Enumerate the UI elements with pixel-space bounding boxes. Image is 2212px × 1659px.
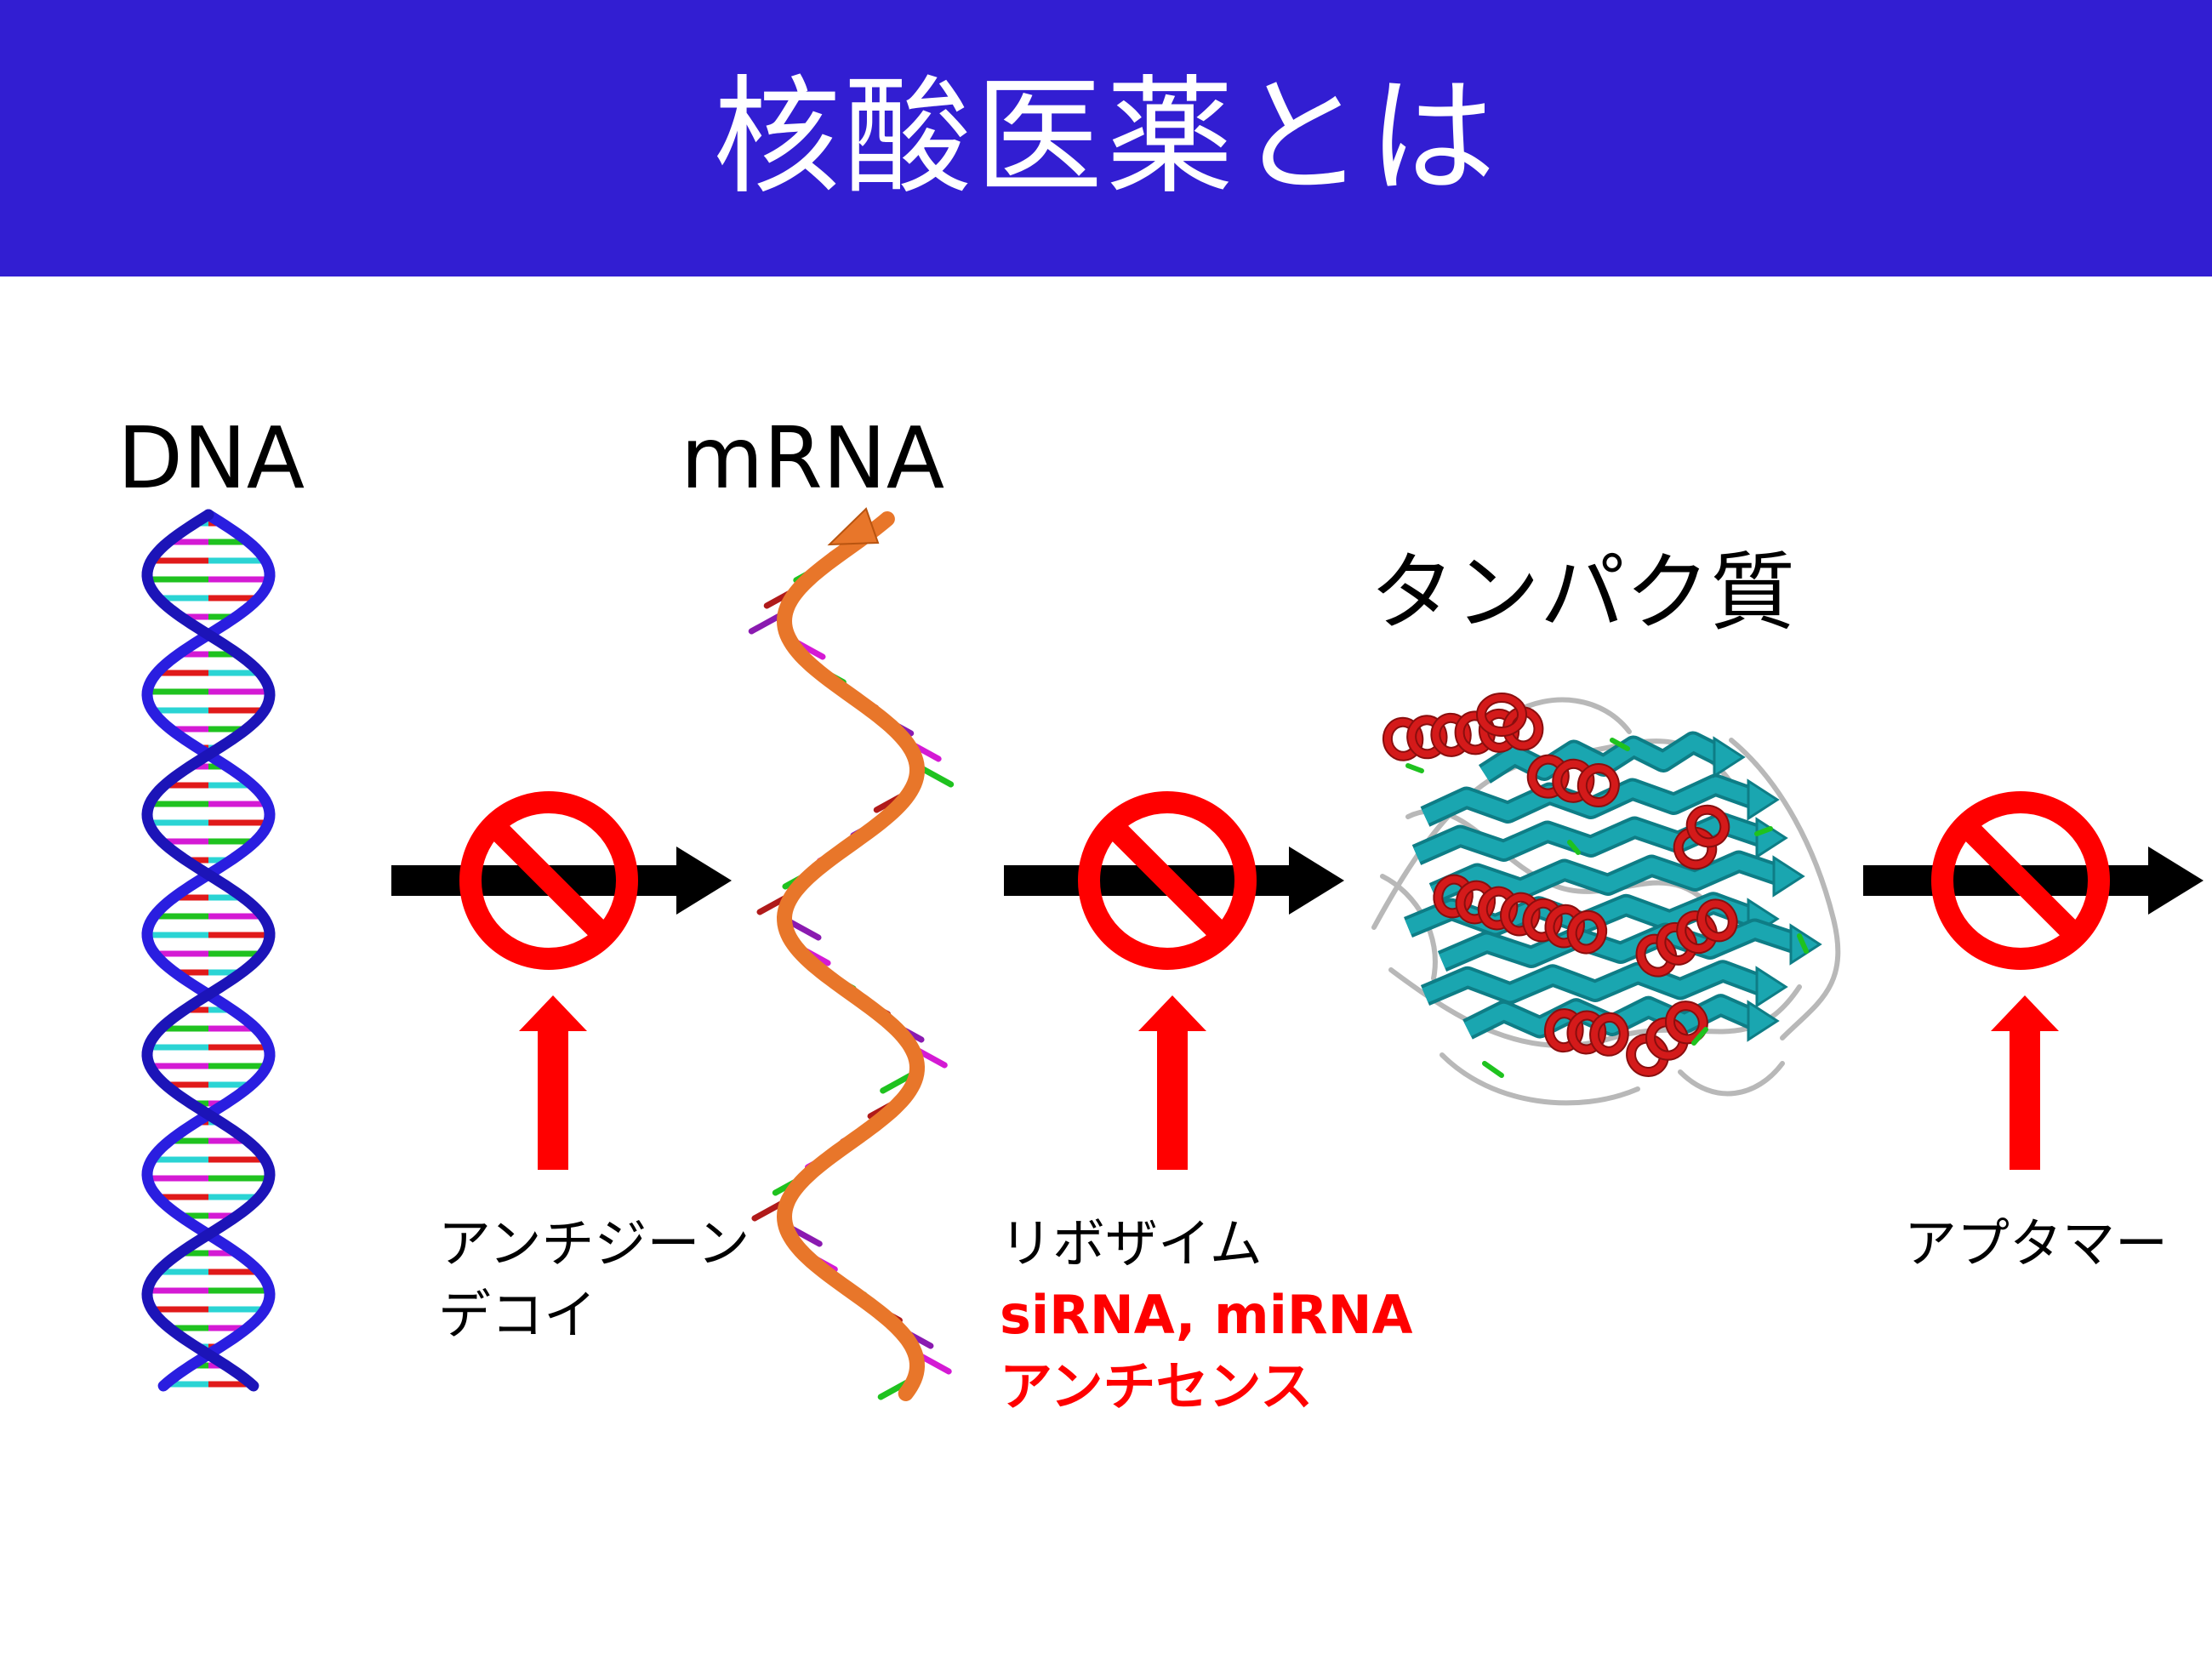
header-bar [0, 0, 2212, 276]
aptamer-label: アプタマー [1904, 1212, 2169, 1274]
dna-helix-icon [141, 509, 276, 1392]
antigene-label: アンチジーン [438, 1212, 750, 1274]
ribozyme-label: リボザイム [1000, 1212, 1263, 1274]
decoy-label: デコイ [438, 1284, 597, 1346]
inhibitor-group-3: アプタマー [1904, 1208, 2168, 1280]
up-arrow-icon [519, 995, 587, 1170]
up-arrow-icon [1138, 995, 1206, 1170]
label-protein: タンパク質 [1370, 543, 1795, 642]
inhibitor-group-2: リボザイム siRNA, miRNA アンチセンス [1000, 1208, 1413, 1422]
prohibited-sign-icon [1078, 791, 1257, 970]
inhibitor-group-1: アンチジーン デコイ [438, 1208, 750, 1351]
page-title: 核酸医薬とは [712, 64, 1499, 212]
prohibited-sign-icon [459, 791, 638, 970]
label-mrna: mRNA [681, 408, 945, 508]
protein-structure-icon [1371, 693, 1841, 1106]
up-arrow-icon [1991, 995, 2059, 1170]
label-dna: DNA [117, 408, 305, 508]
sirna-mirna-label: siRNA, miRNA [1000, 1284, 1413, 1346]
prohibited-sign-icon [1931, 791, 2110, 970]
mrna-helix-icon [748, 507, 955, 1401]
antisense-label: アンチセンス [1000, 1355, 1314, 1417]
